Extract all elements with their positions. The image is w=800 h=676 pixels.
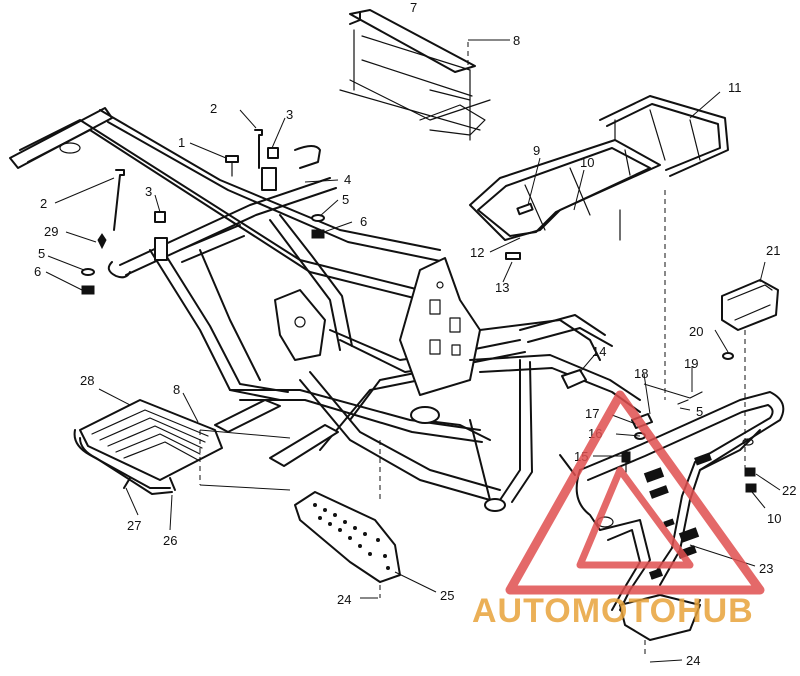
callout-29: 29 xyxy=(44,224,58,239)
front-bumper-23 xyxy=(575,391,785,641)
rear-rack-11 xyxy=(469,95,729,241)
callout-26: 26 xyxy=(163,533,177,548)
leader-lines xyxy=(45,91,781,663)
callout-5-left: 5 xyxy=(38,246,45,261)
callout-24-left: 24 xyxy=(337,592,351,607)
callout-4: 4 xyxy=(344,172,351,187)
main-frame xyxy=(9,107,641,512)
callout-19: 19 xyxy=(684,356,698,371)
callout-21: 21 xyxy=(766,243,780,258)
callout-2-left: 2 xyxy=(40,196,47,211)
callout-8-footrest: 8 xyxy=(173,382,180,397)
callout-6-left: 6 xyxy=(34,264,41,279)
callout-22: 22 xyxy=(782,483,796,498)
callout-17: 17 xyxy=(585,406,599,421)
callout-5-right: 5 xyxy=(696,404,703,419)
skid-plate-25 xyxy=(294,491,401,583)
footrest-28 xyxy=(73,399,223,495)
callout-6-center: 6 xyxy=(360,214,367,229)
callout-27: 27 xyxy=(127,518,141,533)
callout-18: 18 xyxy=(634,366,648,381)
callout-2-top: 2 xyxy=(210,101,217,116)
watermark-triangle-icon xyxy=(505,390,765,595)
tail-light-21 xyxy=(721,279,779,331)
callout-12: 12 xyxy=(470,245,484,260)
callout-10-rack: 10 xyxy=(580,155,594,170)
callout-1: 1 xyxy=(178,135,185,150)
callout-3-left: 3 xyxy=(145,184,152,199)
watermark-text: AUTOMOTOHUB xyxy=(472,592,754,630)
callout-3-top: 3 xyxy=(286,107,293,122)
callout-24-right: 24 xyxy=(686,653,700,668)
callout-labels: 1 2 2 3 3 4 5 5 5 6 6 7 8 8 9 10 10 11 1… xyxy=(34,0,796,668)
callout-23: 23 xyxy=(759,561,773,576)
watermark: AUTOMOTOHUB xyxy=(472,390,765,630)
callout-7: 7 xyxy=(410,0,417,15)
seat-bracket-4 xyxy=(107,145,337,279)
seat-pan-7 xyxy=(339,9,491,141)
callout-14: 14 xyxy=(592,344,606,359)
callout-9: 9 xyxy=(533,143,540,158)
fasteners xyxy=(81,129,325,295)
callout-25: 25 xyxy=(440,588,454,603)
callout-11: 11 xyxy=(728,80,742,95)
callout-28: 28 xyxy=(80,373,94,388)
callout-20: 20 xyxy=(689,324,703,339)
callout-5-center: 5 xyxy=(342,192,349,207)
callout-10-bumper: 10 xyxy=(767,511,781,526)
callout-13: 13 xyxy=(495,280,509,295)
callout-8-top: 8 xyxy=(513,33,520,48)
